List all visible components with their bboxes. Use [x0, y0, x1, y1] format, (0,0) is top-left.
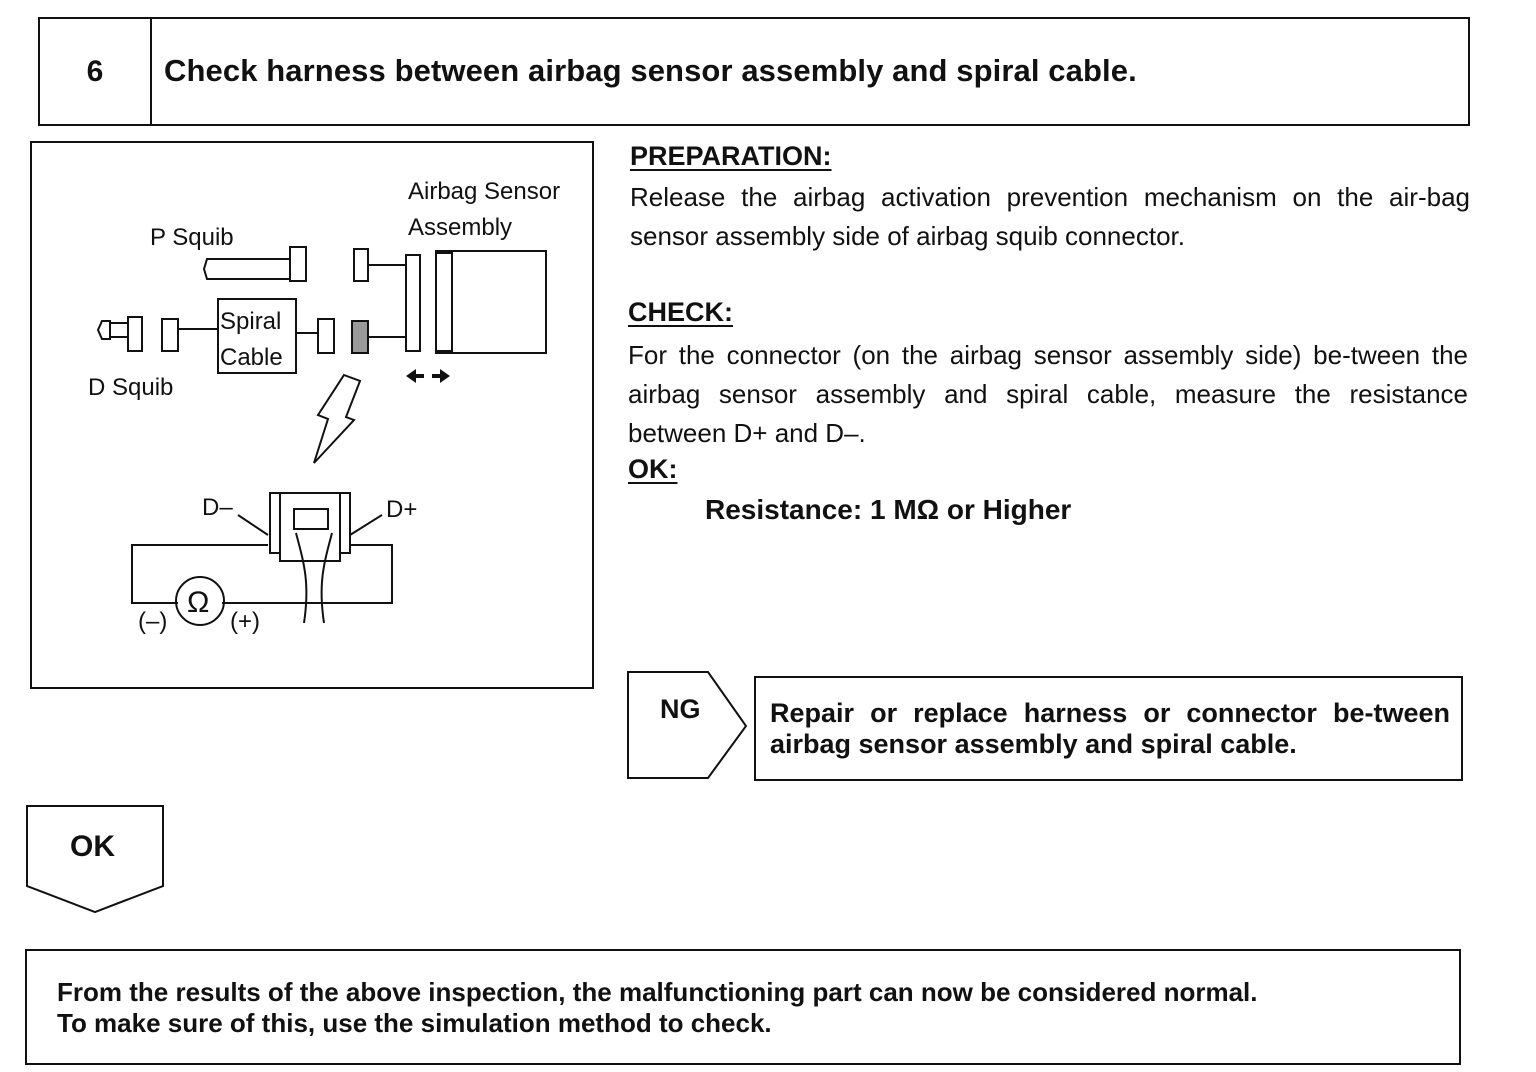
probe-plus-label: (+)	[230, 608, 260, 635]
slide-arrows-icon	[406, 369, 450, 383]
step-header: 6 Check harness between airbag sensor as…	[38, 17, 1470, 126]
step-number: 6	[40, 19, 152, 124]
probe-lead-plus	[222, 544, 393, 604]
preparation-heading: PREPARATION:	[630, 141, 832, 171]
connector-diagram: Airbag Sensor Assembly P Squib D Squib S…	[30, 141, 594, 689]
airbag-sensor-label-1: Airbag Sensor	[408, 178, 560, 205]
ng-arrow-shape	[627, 671, 748, 779]
airbag-sensor-label-2: Assembly	[408, 214, 512, 241]
wire-right	[320, 532, 333, 624]
ng-label: NG	[660, 694, 701, 724]
spiral-cable-label-2: Cable	[220, 344, 283, 371]
result-line-2: To make sure of this, use the simulation…	[57, 1008, 772, 1038]
connector-latch	[270, 492, 351, 503]
airbag-sensor-flange	[435, 252, 453, 352]
probe-minus-label: (–)	[138, 608, 167, 635]
d-plus-label: D+	[386, 496, 417, 523]
d-squib-label: D Squib	[88, 374, 173, 401]
result-text: From the results of the above inspection…	[57, 977, 1447, 1039]
spiral-left-plug	[161, 318, 179, 352]
check-text: For the connector (on the airbag sensor …	[628, 340, 1468, 448]
spiral-cable-box	[217, 298, 297, 374]
p-squib-cable	[202, 258, 291, 280]
d-squib-end	[96, 320, 111, 340]
sensor-connector-frame	[405, 254, 421, 352]
ok-heading: OK:	[628, 454, 678, 484]
spiral-cable-label-1: Spiral	[220, 308, 281, 335]
ohmmeter	[175, 576, 225, 626]
sensor-side-connector	[351, 320, 369, 354]
preparation-text: Release the airbag activation prevention…	[630, 182, 1470, 251]
p-squib-label: P Squib	[150, 224, 234, 251]
result-box: From the results of the above inspection…	[25, 949, 1461, 1065]
probe-lead-minus	[131, 544, 268, 604]
p-squib-plug	[289, 246, 307, 282]
result-line-1: From the results of the above inspection…	[57, 977, 1258, 1007]
p-sensor-plug	[353, 248, 369, 282]
ok-arrow-shape	[26, 805, 164, 914]
step-title: Check harness between airbag sensor asse…	[164, 53, 1137, 88]
wire-left	[295, 532, 308, 624]
connector-housing	[279, 519, 341, 562]
spiral-right-plug	[317, 318, 335, 354]
ohm-symbol: Ω	[187, 586, 209, 619]
check-heading: CHECK:	[628, 297, 733, 327]
ng-action-text: Repair or replace harness or connector b…	[770, 698, 1450, 759]
resistance-spec: Resistance: 1 MΩ or Higher	[705, 494, 1072, 525]
ng-action-box: Repair or replace harness or connector b…	[754, 676, 1463, 781]
zoom-arrow	[313, 373, 362, 464]
connector-diagram-drawing: Airbag Sensor Assembly P Squib D Squib S…	[88, 178, 560, 635]
ok-arrow-label: OK	[70, 830, 115, 863]
d-minus-label: D–	[202, 494, 233, 521]
d-squib-plug	[127, 316, 143, 352]
